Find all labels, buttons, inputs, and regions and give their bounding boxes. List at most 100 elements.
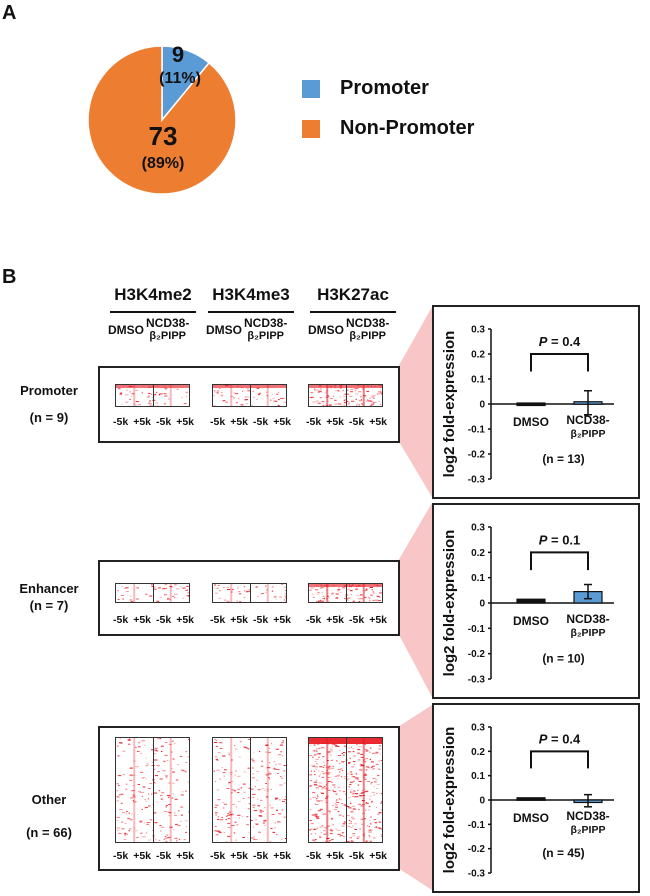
n-label: (n = 10) <box>542 652 584 666</box>
condition-ncd38-line1: NCD38- <box>346 317 389 330</box>
condition-ncd38: NCD38-β₂PIPP <box>146 317 189 343</box>
x-category-ncd38-line2: β₂PIPP <box>570 627 605 639</box>
window-ticks: -5k+5k-5k+5k <box>210 850 291 862</box>
window-ticks: -5k+5k-5k+5k <box>210 614 291 626</box>
window-tick-label: +5k <box>230 614 248 626</box>
window-tick-label: +5k <box>230 416 248 428</box>
window-tick-label: -5k <box>253 416 268 428</box>
window-tick-label: +5k <box>133 850 151 862</box>
heatmap-enhancer-h3k4me2 <box>115 583 190 603</box>
condition-ncd38-line2: β₂PIPP <box>244 330 287 343</box>
y-tick-label: 0.3 <box>471 523 485 534</box>
y-tick-label: 0.3 <box>471 723 485 734</box>
y-tick-label: 0.3 <box>471 325 485 336</box>
window-tick-label: -5k <box>253 614 268 626</box>
y-tick-label: 0.1 <box>471 771 485 782</box>
bar-chart-enhancer: log2 fold-expression0.30.20.10-0.1-0.2-0… <box>434 505 638 697</box>
y-tick-label: -0.3 <box>468 475 486 486</box>
y-tick-label: -0.1 <box>468 624 486 635</box>
significance-bracket <box>531 751 588 768</box>
condition-ncd38-line2: β₂PIPP <box>346 330 389 343</box>
mark-title: H3K4me3 <box>206 285 296 305</box>
window-tick-label: -5k <box>349 416 364 428</box>
y-axis-label: log2 fold-expression <box>441 331 458 478</box>
condition-dmso: DMSO <box>206 323 242 337</box>
window-tick-label: -5k <box>113 614 128 626</box>
window-tick-label: +5k <box>273 416 291 428</box>
connector-wedge-other <box>398 705 432 890</box>
condition-dmso: DMSO <box>108 323 144 337</box>
heatmap-divider <box>250 385 252 406</box>
y-tick-label: -0.3 <box>468 869 486 880</box>
p-symbol: P <box>539 334 548 349</box>
heatmap-divider <box>153 738 155 842</box>
x-category-dmso: DMSO <box>513 614 549 628</box>
y-axis-label: log2 fold-expression <box>441 530 458 677</box>
n-label: (n = 13) <box>542 452 584 466</box>
window-tick-label: -5k <box>156 850 171 862</box>
mark-underline <box>208 311 294 313</box>
condition-dmso: DMSO <box>308 323 344 337</box>
row-label-text: Promoter <box>14 383 84 398</box>
heatmap-other-h3k27ac <box>308 737 383 843</box>
x-category-ncd38-line1: NCD38- <box>566 612 609 626</box>
mark-title: H3K4me2 <box>108 285 198 305</box>
condition-ncd38-line1: NCD38- <box>146 317 189 330</box>
condition-ncd38-line1: NCD38- <box>244 317 287 330</box>
heatmap-promoter-h3k4me3 <box>212 384 287 407</box>
window-tick-label: -5k <box>210 614 225 626</box>
mark-title: H3K27ac <box>308 285 398 305</box>
x-category-dmso: DMSO <box>513 811 549 825</box>
row-label-text: Enhancer <box>14 581 84 596</box>
y-tick-label: -0.2 <box>468 649 486 660</box>
p-value-label: P = 0.1 <box>539 532 581 547</box>
x-category-dmso: DMSO <box>513 415 549 429</box>
window-ticks: -5k+5k-5k+5k <box>113 614 194 626</box>
window-ticks: -5k+5k-5k+5k <box>210 416 291 428</box>
window-tick-label: +5k <box>133 416 151 428</box>
window-tick-label: +5k <box>176 416 194 428</box>
window-tick-label: -5k <box>156 614 171 626</box>
heatmap-other-h3k4me3 <box>212 737 287 843</box>
window-tick-label: +5k <box>326 614 344 626</box>
window-ticks: -5k+5k-5k+5k <box>113 850 194 862</box>
heatmap-enhancer-h3k27ac <box>308 583 383 603</box>
heatmap-other-h3k4me2 <box>115 737 190 843</box>
window-ticks: -5k+5k-5k+5k <box>306 416 387 428</box>
window-tick-label: -5k <box>253 850 268 862</box>
window-tick-label: -5k <box>156 416 171 428</box>
connector-wedge-promoter <box>398 307 432 497</box>
connector-wedge-enhancer <box>398 503 432 697</box>
window-tick-label: -5k <box>306 614 321 626</box>
p-symbol: P <box>539 532 548 547</box>
p-value-label: P = 0.4 <box>539 731 581 746</box>
y-tick-label: 0.1 <box>471 375 485 386</box>
window-tick-label: -5k <box>113 850 128 862</box>
p-value: = 0.1 <box>547 532 580 547</box>
x-category-ncd38-line1: NCD38- <box>566 413 609 427</box>
y-tick-label: -0.2 <box>468 450 486 461</box>
y-tick-label: 0 <box>479 400 485 411</box>
heatmap-divider <box>346 584 348 602</box>
window-tick-label: +5k <box>230 850 248 862</box>
mark-underline <box>310 311 396 313</box>
window-ticks: -5k+5k-5k+5k <box>306 614 387 626</box>
row-label-promoter: Promoter (n = 9) <box>14 383 84 425</box>
window-tick-label: -5k <box>306 850 321 862</box>
heatmap-divider <box>250 584 252 602</box>
row-count: (n = 66) <box>14 825 84 840</box>
x-category-ncd38-line1: NCD38- <box>566 809 609 823</box>
row-label-other: Other (n = 66) <box>14 792 84 840</box>
y-tick-label: -0.2 <box>468 844 486 855</box>
y-tick-label: -0.1 <box>468 425 486 436</box>
condition-ncd38-line2: β₂PIPP <box>146 330 189 343</box>
bar-dmso <box>517 403 545 406</box>
window-tick-label: -5k <box>210 850 225 862</box>
p-value: = 0.4 <box>547 731 581 746</box>
x-category-ncd38-line2: β₂PIPP <box>570 824 605 836</box>
heatmap-divider <box>250 738 252 842</box>
